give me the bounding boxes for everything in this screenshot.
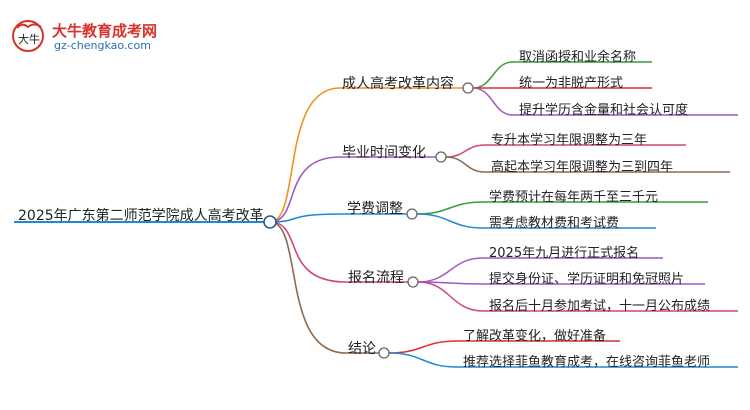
logo: 大牛 大牛教育成考网 gz-chengkao.com	[10, 18, 185, 54]
brand-name: 大牛教育成考网	[52, 22, 158, 40]
leaf-connector	[445, 156, 486, 173]
branch-node-circle	[407, 276, 419, 288]
branch-connector	[269, 87, 341, 223]
branch-connector	[269, 221, 347, 354]
leaf-label: 学费预计在每年两千至三千元	[489, 190, 659, 205]
branch-label: 学费调整	[347, 201, 403, 217]
leaf-label: 报名后十月参加考试，十一月公布成绩	[489, 299, 711, 314]
bull-logo-icon: 大牛	[12, 20, 44, 52]
branch-connector	[269, 221, 347, 283]
leaf-connector	[388, 352, 458, 368]
branch-connector	[269, 213, 346, 223]
leaf-connector	[417, 281, 484, 312]
leaf-label: 提升学历含金量和社会认可度	[519, 103, 689, 118]
branch-label: 成人高考改革内容	[342, 76, 454, 92]
leaf-connector	[472, 61, 514, 89]
leaf-label: 提交身份证、学历证明和免冠照片	[489, 272, 685, 287]
leaf-label: 取消函授和业余名称	[519, 50, 637, 65]
leaf-connector	[472, 87, 514, 116]
leaf-label: 需考虑教材费和考试费	[489, 216, 620, 231]
leaf-connector	[416, 201, 484, 215]
leaf-label: 统一为非脱产形式	[519, 76, 624, 91]
branch-node-circle	[406, 208, 418, 220]
root-node-circle	[263, 215, 277, 229]
leaf-connector	[445, 144, 486, 158]
brand-url: gz-chengkao.com	[54, 39, 151, 52]
leaf-connector	[417, 257, 484, 283]
leaf-connector	[388, 340, 458, 354]
svg-text:大牛: 大牛	[18, 32, 40, 46]
leaf-label: 专升本学习年限调整为三年	[491, 133, 648, 148]
root-node-label: 2025年广东第二师范学院成人高考改革	[18, 208, 264, 224]
branch-node-circle	[462, 82, 474, 94]
branch-label: 毕业时间变化	[342, 145, 426, 161]
leaf-label: 推荐选择菲鱼教育成考，在线咨询菲鱼老师	[463, 355, 711, 370]
branch-label: 结论	[348, 341, 376, 357]
leaf-label: 了解改革变化，做好准备	[463, 329, 607, 344]
branch-node-circle	[378, 347, 390, 359]
leaf-connector	[416, 213, 484, 229]
leaf-label: 高起本学习年限调整为三到四年	[491, 160, 674, 175]
leaf-label: 2025年九月进行正式报名	[489, 246, 640, 261]
branch-connector	[269, 156, 341, 223]
branch-node-circle	[435, 151, 447, 163]
branch-label: 报名流程	[348, 270, 404, 286]
